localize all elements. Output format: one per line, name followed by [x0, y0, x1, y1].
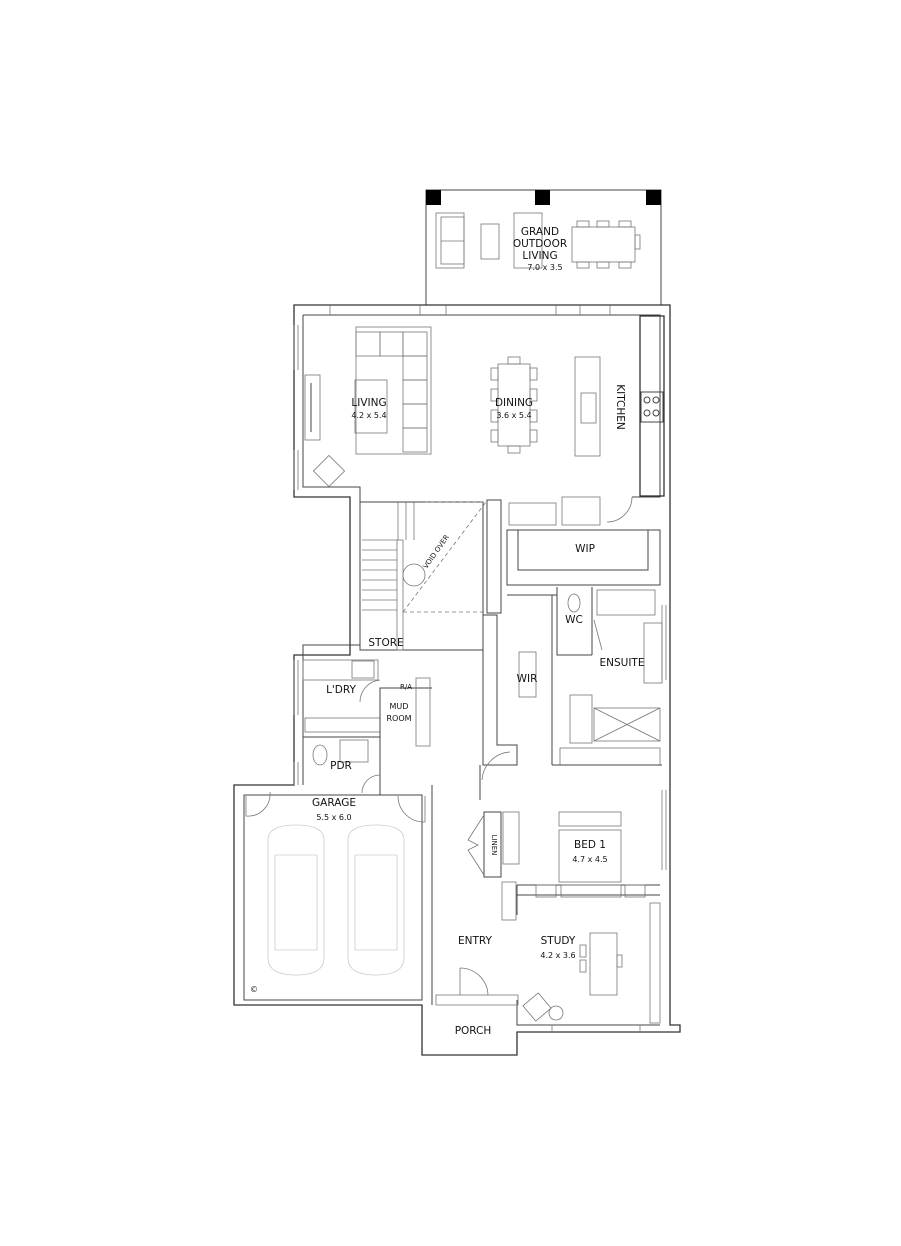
room-label-porch: PORCH [455, 1025, 492, 1037]
car [267, 824, 325, 976]
room-label-linen: LINEN [490, 835, 498, 856]
car [347, 824, 405, 976]
room-label-bed1: BED 1 [574, 839, 606, 851]
ensuite: WC ENSUITE [507, 587, 663, 766]
room-label-wir: WIR [517, 673, 538, 685]
outdoor-sofa [513, 212, 543, 269]
room-label-living: LIVING [351, 397, 386, 409]
entry-study-porch: ENTRY STUDY 4.2 x 3.6 PORCH [435, 881, 661, 1037]
bedroom-1: LINEN BED 1 4.7 x 4.5 [467, 751, 660, 915]
desk [589, 932, 618, 996]
void-label: VOID OVER [422, 533, 451, 570]
outdoor-living-area: GRAND OUTDOOR LIVING 7.0 x 3.5 [425, 189, 662, 306]
post [426, 190, 441, 205]
room-label-store: STORE [368, 637, 403, 649]
room-label-garage: GARAGE [312, 797, 356, 809]
room-size-bed1: 4.7 x 4.5 [572, 855, 607, 864]
dining-room: DINING 3.6 x 5.4 [490, 356, 538, 454]
room-size-study: 4.2 x 3.6 [540, 951, 575, 960]
room-label-ensuite: ENSUITE [600, 657, 645, 669]
shower [593, 707, 661, 742]
sofa [355, 326, 432, 455]
fridge [561, 496, 601, 526]
sink [580, 392, 597, 424]
room-label-wc: WC [565, 614, 583, 626]
room-label-entry: ENTRY [458, 935, 493, 947]
room-label-mudroom-2: ROOM [386, 714, 411, 723]
room-size-outdoor: 7.0 x 3.5 [527, 263, 562, 272]
kitchen-island [574, 356, 601, 457]
post [646, 190, 661, 205]
room-label-pdr: PDR [330, 760, 352, 772]
room-label-dining: DINING [495, 397, 533, 409]
post [535, 190, 550, 205]
toilet [312, 744, 328, 766]
cooktop [640, 391, 664, 423]
room-label-laundry: L'DRY [326, 684, 356, 696]
outdoor-dining-table [571, 226, 636, 263]
coffee-table [480, 223, 500, 260]
room-label-wip: WIP [575, 543, 595, 555]
room-label-outdoor-3: LIVING [522, 250, 557, 262]
kitchen: KITCHEN [574, 315, 665, 497]
staircase: VOID OVER STORE [359, 499, 502, 651]
room-label-kitchen: KITCHEN [614, 384, 626, 430]
living-room: LIVING 4.2 x 5.4 [304, 326, 432, 488]
room-label-study: STUDY [541, 935, 576, 947]
room-size-garage: 5.5 x 6.0 [316, 813, 351, 822]
garage: GARAGE 5.5 x 6.0 © [245, 791, 426, 994]
exterior-walls [233, 304, 681, 1056]
laundry-mudroom-pdr: L'DRY R/A MUD ROOM PDR [302, 659, 432, 795]
room-label-mudroom: MUD [390, 702, 409, 711]
vanity [643, 622, 663, 684]
bathtub [596, 589, 656, 616]
room-label-outdoor-2: OUTDOOR [513, 238, 567, 250]
kitchen-bench [639, 315, 665, 497]
room-label-outdoor: GRAND [521, 226, 559, 238]
walk-in-robe: WIR [482, 595, 662, 766]
walk-in-pantry: WIP [506, 496, 661, 586]
laundry-sink [351, 660, 375, 679]
armchair [312, 454, 346, 488]
copyright-mark: © [250, 985, 258, 994]
fireplace [304, 374, 321, 441]
toilet [567, 593, 581, 613]
armchair [522, 992, 552, 1022]
room-size-living: 4.2 x 5.4 [351, 411, 386, 420]
outdoor-sofa [435, 212, 465, 269]
room-size-dining: 3.6 x 5.4 [496, 411, 531, 420]
bed [558, 829, 622, 883]
ra-label: R/A [400, 683, 412, 691]
